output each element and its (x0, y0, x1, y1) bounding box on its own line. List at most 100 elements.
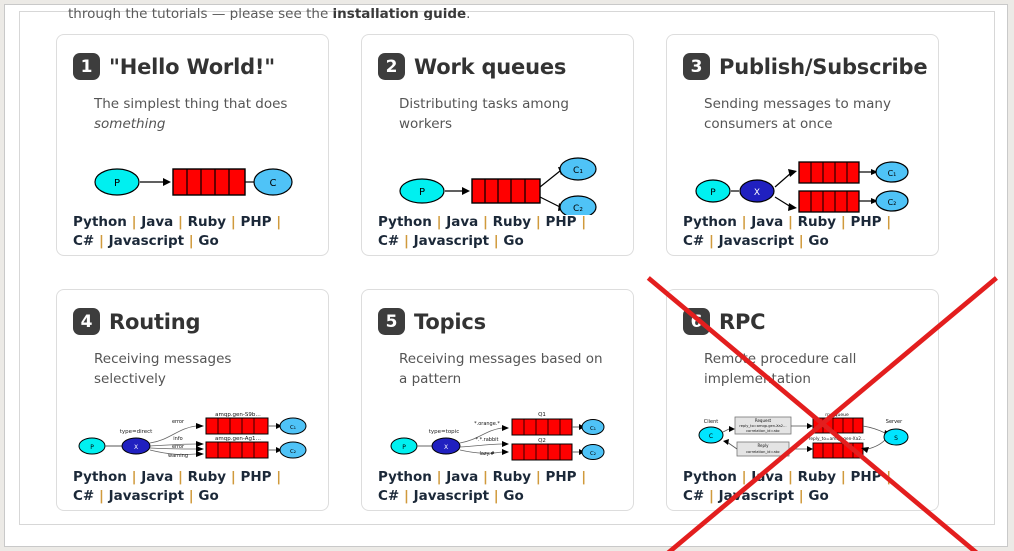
tutorial-card-4[interactable]: 4 Routing Receiving messages selectively… (56, 289, 329, 511)
lang-separator: | (483, 214, 488, 230)
lang-csharp[interactable]: C# (683, 232, 705, 249)
svg-text:C₂: C₂ (573, 204, 583, 214)
exchange-type-label: type=direct (119, 429, 152, 435)
lang-php[interactable]: PHP (545, 214, 577, 230)
lang-csharp[interactable]: C# (378, 487, 400, 504)
card-title[interactable]: Work queues (414, 54, 567, 79)
tutorial-card-6[interactable]: 6 RPC Remote procedure call implementati… (646, 276, 998, 551)
lang-go[interactable]: Go (198, 487, 219, 504)
card-description: Receiving messages selectively (94, 351, 232, 387)
lang-php[interactable]: PHP (850, 214, 882, 230)
lang-ruby[interactable]: Ruby (187, 469, 227, 485)
lang-separator: | (788, 469, 793, 485)
svg-text:correlation_id=abc: correlation_id=abc (746, 450, 780, 454)
lang-python[interactable]: Python (683, 469, 737, 485)
language-links: Python | Java | Ruby | PHP | C# | Javasc… (73, 468, 288, 505)
card-title[interactable]: Topics (414, 309, 486, 334)
card-title[interactable]: Publish/Subscribe (719, 54, 928, 79)
lang-separator: | (178, 469, 183, 485)
card-title[interactable]: Routing (109, 309, 201, 334)
lang-go[interactable]: Go (808, 232, 829, 249)
card-header: 6 RPC (683, 308, 922, 335)
svg-text:X: X (133, 444, 137, 451)
card-description: Distributing tasks among workers (399, 96, 569, 132)
lang-go[interactable]: Go (503, 232, 524, 249)
card-title[interactable]: RPC (719, 309, 766, 334)
lang-java[interactable]: Java (446, 214, 479, 230)
lang-csharp[interactable]: C# (73, 232, 95, 249)
lang-separator: | (178, 214, 183, 230)
lang-java[interactable]: Java (141, 469, 174, 485)
lang-python[interactable]: Python (73, 214, 127, 230)
card-header: 4 Routing (73, 308, 312, 335)
lang-go[interactable]: Go (198, 232, 219, 249)
lang-php[interactable]: PHP (240, 214, 272, 230)
queue-name-label: Q1 (538, 412, 546, 418)
tutorial-card-2[interactable]: 2 Work queues Distributing tasks among w… (361, 34, 634, 256)
language-links: Python | Java | Ruby | PHP | C# | Javasc… (683, 468, 898, 505)
lang-ruby[interactable]: Ruby (797, 214, 837, 230)
svg-text:*.*.rabbit: *.*.rabbit (476, 437, 499, 443)
lang-java[interactable]: Java (751, 214, 784, 230)
lang-javascript[interactable]: Javascript (108, 487, 185, 504)
lang-javascript[interactable]: Javascript (413, 232, 490, 249)
lang-csharp[interactable]: C# (73, 487, 95, 504)
svg-text:X: X (754, 188, 760, 198)
lang-separator: | (741, 469, 747, 485)
queue-name-label: rpc_queue (825, 412, 849, 418)
lang-separator: | (886, 469, 892, 485)
lang-separator: | (840, 469, 846, 485)
svg-text:*.orange.*: *.orange.* (474, 421, 500, 427)
language-links: Python | Java | Ruby | PHP | C# | Javasc… (378, 213, 593, 250)
lang-ruby[interactable]: Ruby (492, 214, 532, 230)
tutorial-card-3[interactable]: 3 Publish/Subscribe Sending messages to … (666, 34, 939, 256)
lang-javascript[interactable]: Javascript (718, 232, 795, 249)
tutorial-card-5[interactable]: 5 Topics Receiving messages based on a p… (361, 289, 634, 511)
queue-name-label: Q2 (538, 438, 546, 444)
card-number-badge: 6 (683, 308, 710, 335)
lang-python[interactable]: Python (378, 469, 432, 485)
lang-java[interactable]: Java (751, 469, 784, 485)
lang-javascript[interactable]: Javascript (718, 487, 795, 504)
lang-ruby[interactable]: Ruby (187, 214, 227, 230)
tutorial-card-1[interactable]: 1 "Hello World!" The simplest thing that… (56, 34, 329, 256)
lang-php[interactable]: PHP (545, 469, 577, 485)
lang-python[interactable]: Python (683, 214, 737, 230)
lang-python[interactable]: Python (73, 469, 127, 485)
lang-javascript[interactable]: Javascript (413, 487, 490, 504)
lang-go[interactable]: Go (808, 487, 829, 504)
lang-python[interactable]: Python (378, 214, 432, 230)
lang-ruby[interactable]: Ruby (797, 469, 837, 485)
lang-separator: | (131, 214, 137, 230)
diagram-routing: P X type=direct error info error (57, 402, 328, 464)
lang-go[interactable]: Go (503, 487, 524, 504)
svg-text:C₁: C₁ (573, 166, 583, 176)
lang-separator: | (276, 214, 282, 230)
lang-csharp[interactable]: C# (683, 487, 705, 504)
lang-php[interactable]: PHP (850, 469, 882, 485)
lang-separator: | (276, 469, 282, 485)
diagram-pubsub: P X (667, 157, 938, 215)
lang-javascript[interactable]: Javascript (108, 232, 185, 249)
lang-separator: | (230, 214, 236, 230)
card-title[interactable]: "Hello World!" (109, 54, 276, 79)
lang-csharp[interactable]: C# (378, 232, 400, 249)
svg-text:error: error (171, 419, 184, 425)
lang-separator: | (493, 232, 499, 249)
lang-php[interactable]: PHP (240, 469, 272, 485)
installation-guide-link[interactable]: installation guide (332, 6, 467, 20)
lang-java[interactable]: Java (141, 214, 174, 230)
svg-text:P: P (418, 187, 424, 198)
lang-separator: | (188, 232, 194, 249)
lang-separator: | (98, 487, 104, 504)
lang-separator: | (581, 214, 587, 230)
lang-separator: | (403, 487, 409, 504)
svg-text:P: P (113, 178, 119, 189)
lang-ruby[interactable]: Ruby (492, 469, 532, 485)
card-description: Sending messages to many consumers at on… (704, 96, 891, 132)
svg-text:C₁: C₁ (289, 425, 295, 431)
svg-text:S: S (894, 435, 898, 442)
diagram-work-queues: P C₁ C₂ (362, 157, 633, 215)
lang-java[interactable]: Java (446, 469, 479, 485)
client-label: Client (703, 419, 718, 425)
